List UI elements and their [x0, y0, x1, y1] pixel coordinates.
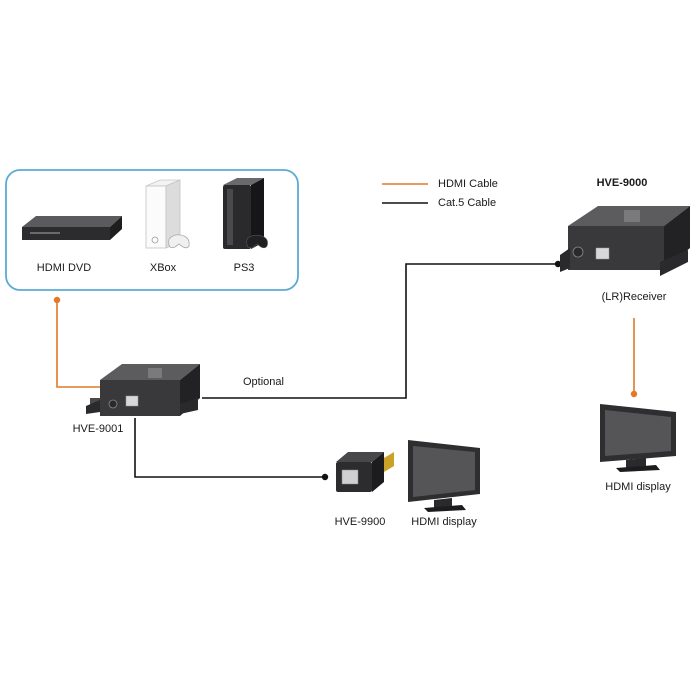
adapter-label: HVE-9900 — [334, 516, 386, 528]
xbox-label: XBox — [149, 262, 177, 274]
hdmi-cable-dot-display — [630, 390, 638, 398]
remote-hdmi-display-icon — [600, 404, 676, 472]
transmitter-device-icon — [86, 364, 200, 416]
receiver-role-label: (LR)Receiver — [601, 291, 667, 303]
hdmi-cable-source-to-transmitter — [56, 300, 107, 388]
ps3-label: PS3 — [233, 262, 255, 274]
legend-hdmi-cable-label: HDMI Cable — [438, 178, 498, 190]
hdmi-adapter-icon — [336, 452, 394, 492]
legend-cat5-cable-label: Cat.5 Cable — [438, 197, 497, 209]
cat5-cable-to-adapter — [134, 418, 325, 478]
xbox-console-icon — [145, 179, 190, 249]
transmitter-label: HVE-9001 — [72, 423, 124, 435]
remote-display-label: HDMI display — [605, 481, 671, 493]
receiver-model-label: HVE-9000 — [596, 177, 648, 189]
cat5-cable-optional — [202, 263, 558, 399]
optional-connection-label: Optional — [243, 376, 284, 388]
ps3-console-icon — [223, 178, 268, 249]
cat5-cable-dot-receiver — [554, 260, 562, 268]
cat5-cable-dot-adapter — [321, 473, 329, 481]
local-display-label: HDMI display — [411, 516, 477, 528]
local-hdmi-display-icon — [408, 440, 480, 512]
hdmi-dvd-player-icon — [22, 216, 122, 240]
hdmi-cable-dot-source — [53, 296, 61, 304]
receiver-device-icon — [560, 206, 690, 276]
hdmi-dvd-label: HDMI DVD — [36, 262, 92, 274]
